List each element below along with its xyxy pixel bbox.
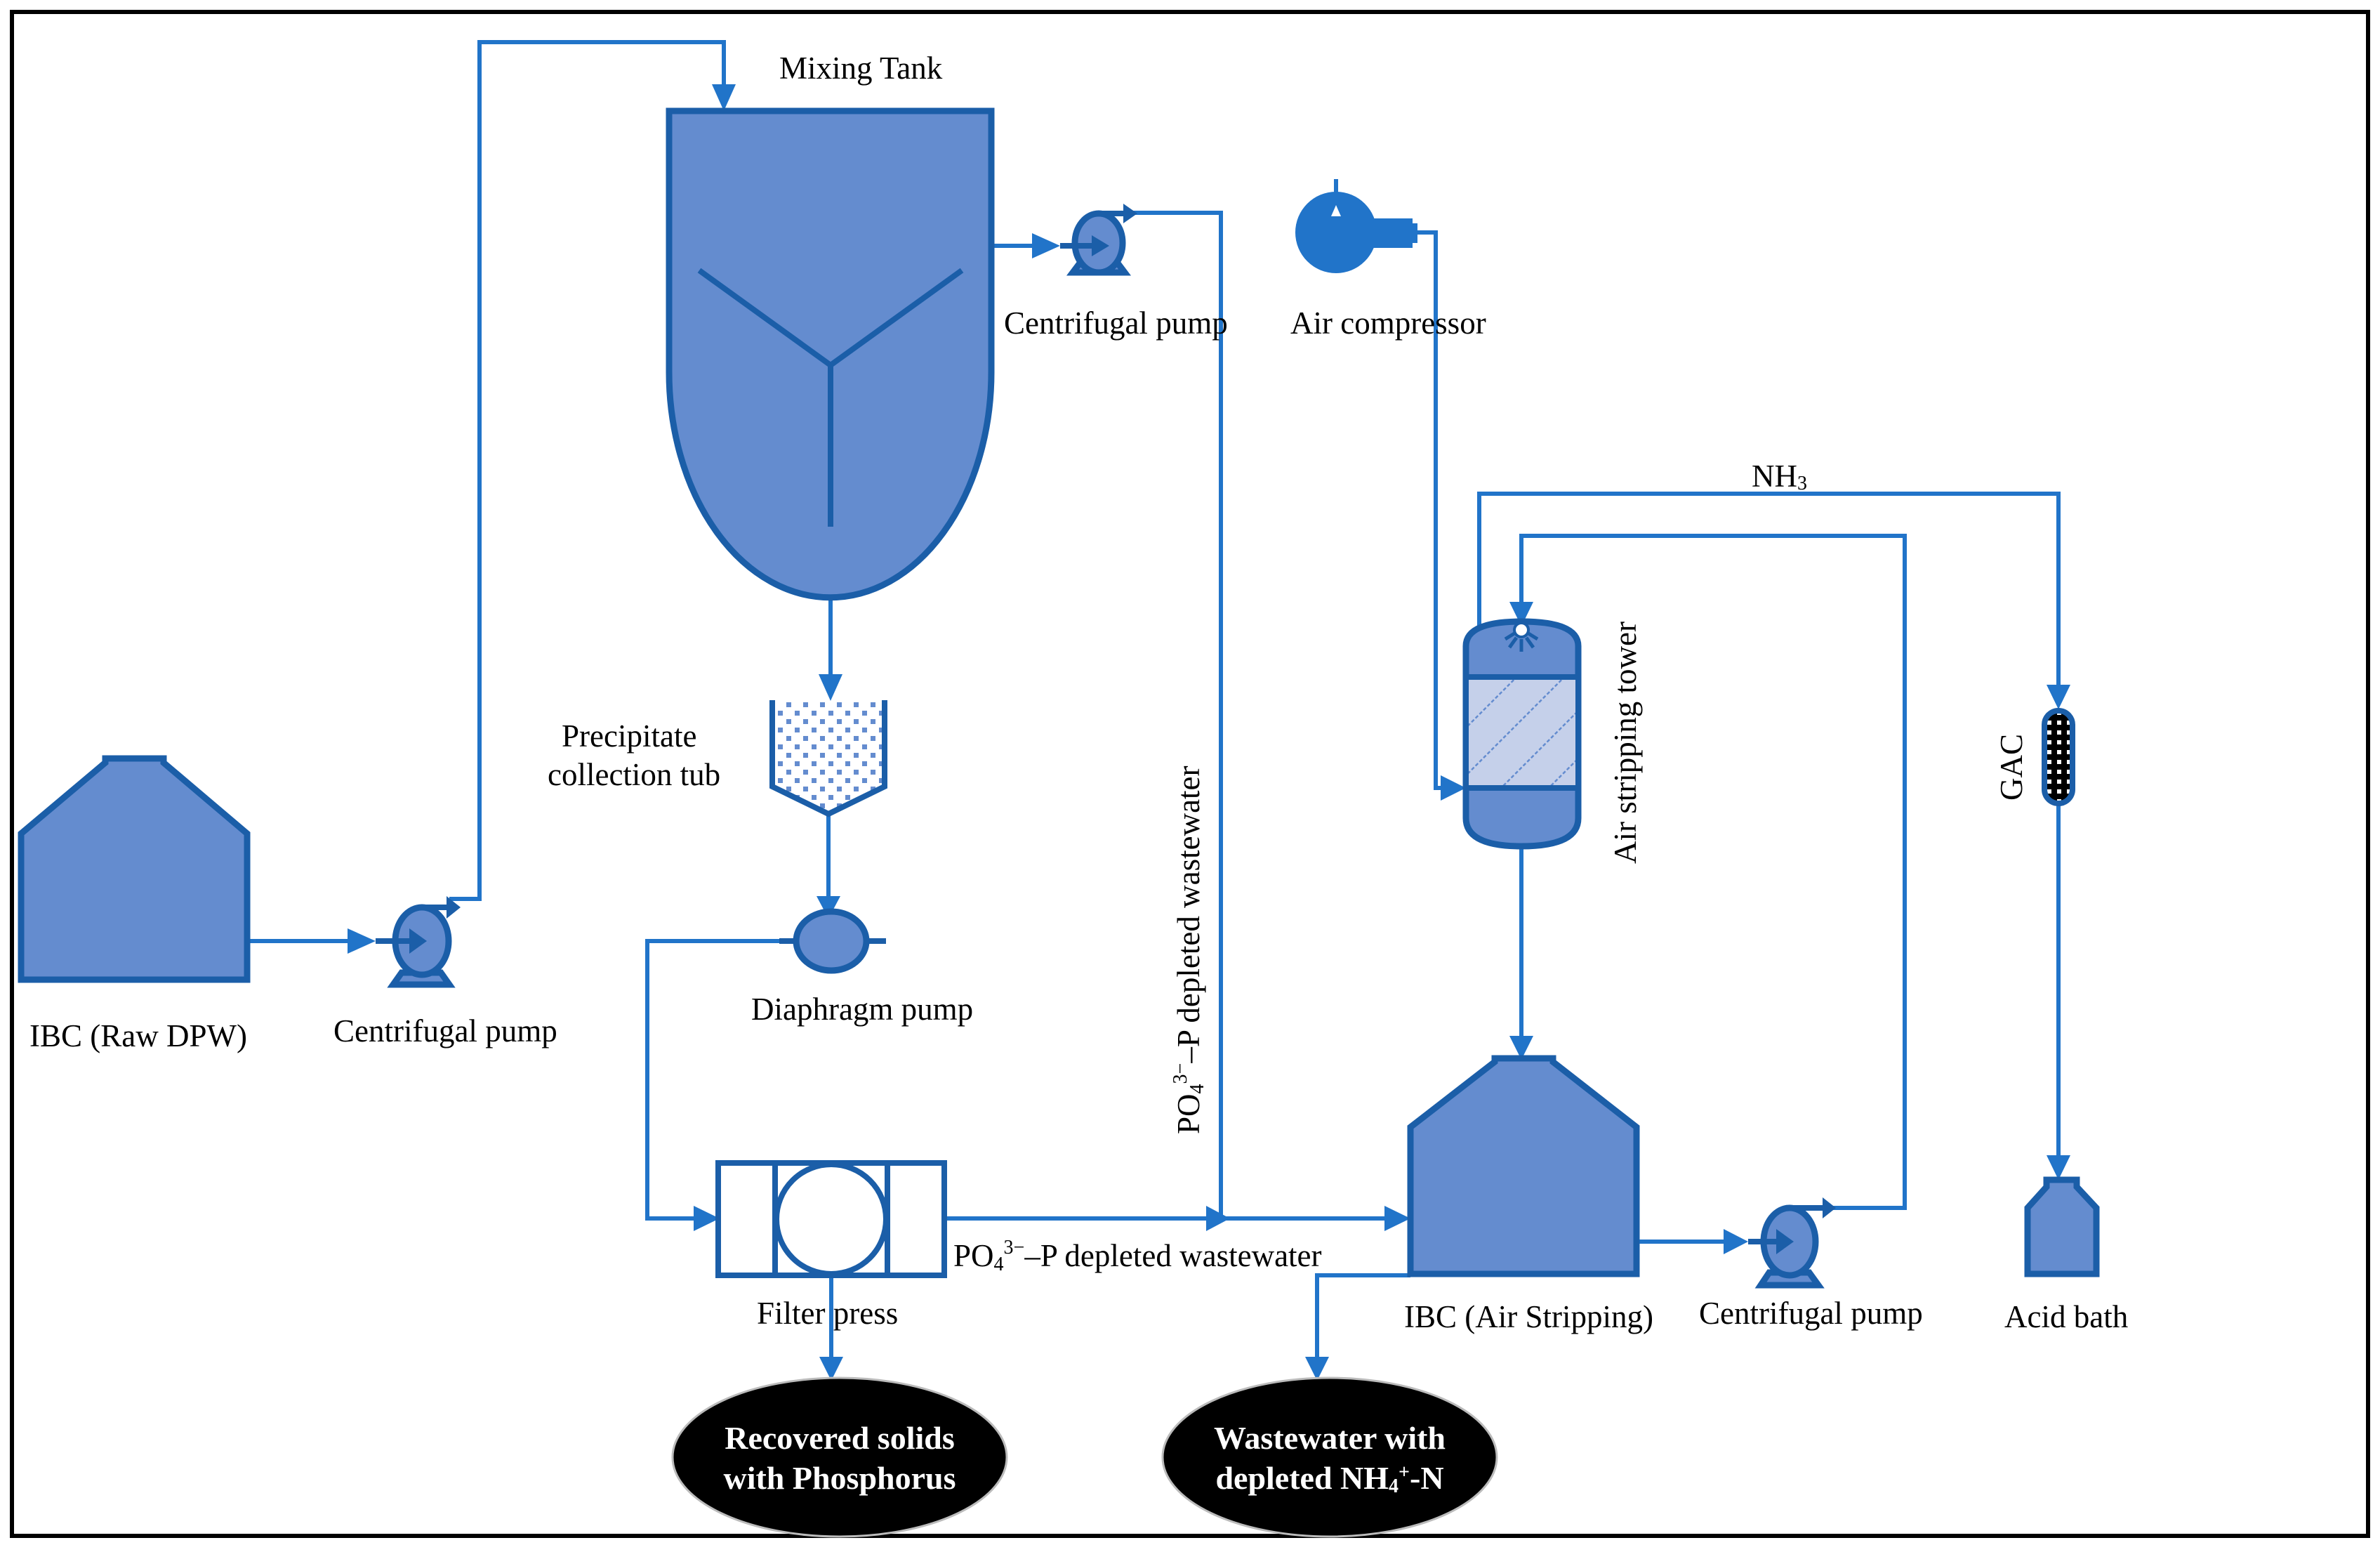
- po4-sub: 4: [1186, 1084, 1208, 1093]
- stream-label-po4-horizontal: PO43−–P depleted wastewater: [953, 1237, 1322, 1275]
- nh4-base: depleted NH: [1215, 1460, 1389, 1496]
- nh4-sub: 4: [1389, 1475, 1399, 1497]
- pipe-top-pump-to-vertical: [1130, 211, 1223, 1218]
- arrow-head: [819, 674, 842, 701]
- po4-sup: 3−: [1170, 1063, 1191, 1084]
- pipe-pump-to-mixing-tank: [449, 40, 726, 901]
- stream-label-nh3: NH3: [1752, 459, 1807, 494]
- po4-base: PO: [953, 1238, 994, 1273]
- nh4-rest: -N: [1410, 1460, 1444, 1496]
- air-compressor-label: Air compressor: [1290, 305, 1486, 341]
- arrow-head: [1509, 1036, 1533, 1060]
- mixing-tank: [666, 107, 995, 601]
- po4-sup: 3−: [1004, 1237, 1025, 1258]
- ibc-air-stripping-label: IBC (Air Stripping): [1404, 1299, 1653, 1334]
- pipe-ibc-to-wastewater: [1315, 1273, 1410, 1366]
- po4-sub: 4: [994, 1254, 1004, 1275]
- pump-direction-icon: [409, 928, 427, 954]
- arrow-head: [1305, 1357, 1329, 1381]
- pipe-recycle-to-tower: [1519, 534, 1907, 1210]
- gac-column: [2042, 708, 2075, 806]
- pump-direction-icon: [1776, 1229, 1794, 1254]
- precipitate-tub-label-line1: Precipitate: [562, 718, 696, 754]
- arrow-head: [817, 896, 840, 919]
- output-recovered-solids: Recovered solids with Phosphorus: [671, 1376, 1008, 1538]
- precipitate-collection-tub: [769, 700, 887, 817]
- diaphragm-pump-label: Diaphragm pump: [751, 992, 973, 1027]
- arrow-head: [712, 84, 736, 111]
- po4-rest: –P depleted wastewater: [1024, 1238, 1321, 1273]
- output-solids-line1: Recovered solids: [725, 1420, 955, 1456]
- centrifugal-pump-left: [376, 896, 461, 988]
- output-wastewater-depleted-nh4: Wastewater with depleted NH4+-N: [1161, 1376, 1498, 1538]
- ibc-air-stripping-tank: [1407, 1055, 1640, 1277]
- nh3-sub: 3: [1797, 473, 1807, 494]
- ibc-raw-label: IBC (Raw DPW): [29, 1018, 247, 1053]
- filter-press-label: Filter press: [757, 1296, 898, 1331]
- filter-plate-icon: [774, 1162, 889, 1277]
- arrow-head: [1384, 1206, 1410, 1231]
- compressor-inlet-icon: [1331, 205, 1341, 216]
- arrow-head: [1206, 1206, 1230, 1231]
- ibc-raw-tank: [18, 755, 251, 983]
- arrow-head: [1509, 602, 1533, 626]
- air-compressor: [1295, 179, 1417, 273]
- pump-left-label: Centrifugal pump: [333, 1013, 557, 1048]
- arrow-head: [1724, 1229, 1748, 1254]
- pipe-diaphragm-to-filter: [645, 939, 779, 1221]
- acid-bath: [2024, 1176, 2100, 1277]
- pump-right-label: Centrifugal pump: [1699, 1296, 1923, 1331]
- output-wastewater-line1: Wastewater with: [1214, 1420, 1446, 1456]
- filter-press: [715, 1160, 947, 1278]
- centrifugal-pump-right: [1748, 1197, 1836, 1289]
- pipe-nh3-to-gac: [1477, 492, 2061, 699]
- diaphragm-pump: [779, 908, 886, 974]
- arrow-head: [2047, 685, 2070, 709]
- stream-label-po4-vertical: PO43−–P depleted wastewater: [1170, 765, 1208, 1134]
- arrow-head: [819, 1357, 843, 1381]
- po4-rest: –P depleted wastewater: [1171, 765, 1206, 1063]
- arrow-head: [1441, 775, 1466, 801]
- nh4-sup: +: [1399, 1461, 1410, 1483]
- arrow-head: [348, 928, 376, 954]
- nh3-base: NH: [1752, 459, 1797, 494]
- mixing-tank-label: Mixing Tank: [779, 51, 943, 86]
- air-stripping-tower: [1462, 618, 1582, 850]
- air-stripping-tower-label: Air stripping tower: [1608, 622, 1643, 864]
- pump-direction-icon: [1092, 235, 1109, 256]
- arrow-head: [694, 1206, 720, 1231]
- centrifugal-pump-top: [1060, 204, 1137, 276]
- diagram-frame: [10, 10, 2370, 1538]
- gac-label: GAC: [1994, 734, 2029, 801]
- precipitate-tub-label-line2: collection tub: [548, 757, 720, 792]
- output-wastewater-line2: depleted NH4+-N: [1215, 1460, 1443, 1497]
- acid-bath-label: Acid bath: [2004, 1299, 2128, 1334]
- po4-base: PO: [1171, 1093, 1206, 1134]
- pump-top-label: Centrifugal pump: [1004, 305, 1228, 341]
- arrow-head: [1032, 233, 1060, 258]
- spray-nozzle-icon: [1504, 622, 1539, 652]
- arrow-head: [2047, 1155, 2070, 1180]
- output-solids-line2: with Phosphorus: [723, 1460, 956, 1496]
